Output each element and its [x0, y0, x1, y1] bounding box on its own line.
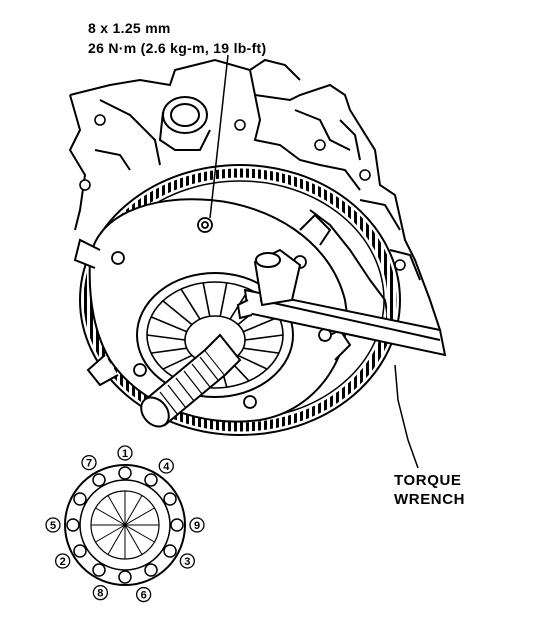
torque-wrench-label-line1: TORQUE: [394, 472, 462, 489]
sequence-number-label: 5: [50, 520, 56, 532]
inset-bolt-hole: [73, 544, 87, 558]
inset-bolt-hole: [92, 563, 106, 577]
diaphragm-finger: [243, 347, 280, 354]
sequence-number-marker: [81, 454, 97, 471]
sequence-number-marker: [179, 553, 196, 569]
clutch-alignment-tool: [140, 333, 242, 428]
inset-spoke: [124, 495, 143, 526]
inset-spoke: [95, 507, 126, 526]
sequence-number-marker: [117, 445, 133, 461]
torque-spec-label: 26 N·m (2.6 kg-m, 19 lb-ft): [88, 40, 267, 56]
torque-wrench: [236, 248, 447, 357]
inset-bolt-hole: [66, 518, 80, 532]
diaphragm-finger: [237, 354, 268, 370]
sequence-number-label: 7: [86, 458, 92, 470]
sequence-number-marker: [54, 553, 71, 569]
diaphragm-finger: [162, 300, 193, 326]
diaphragm-finger: [242, 316, 280, 333]
inset-spoke: [124, 507, 155, 526]
inset-spoke: [124, 524, 143, 555]
diaphragm-finger: [180, 288, 201, 320]
inset-spoke: [95, 524, 126, 543]
inset-spoke: [124, 524, 155, 543]
sequence-number-marker: [135, 586, 152, 603]
sequence-number-marker: [92, 585, 109, 601]
inset-bolt-hole: [163, 544, 177, 558]
sequence-number-marker: [189, 517, 205, 533]
sequence-number-marker: [158, 458, 174, 474]
inset-bolt-hole: [118, 466, 132, 480]
sequence-number-label: 6: [141, 590, 147, 602]
diaphragm-finger: [150, 316, 188, 333]
pressure-plate-bolts: [111, 217, 332, 409]
diaphragm-finger: [244, 334, 284, 341]
diaphragm-finger: [150, 347, 187, 354]
inset-bolt-hole: [92, 473, 106, 487]
housing-bolts: [79, 114, 406, 271]
diaphragm-finger: [219, 282, 228, 317]
inset-spoke: [107, 524, 126, 555]
inset-bolt-hole: [170, 518, 184, 532]
inset-bolt-hole: [118, 570, 132, 584]
sequence-number-label: 1: [122, 448, 128, 460]
sequence-number-marker: [45, 517, 61, 533]
inset-bolt-hole: [144, 563, 158, 577]
sequence-number-label: 9: [194, 520, 200, 532]
sequence-number-label: 3: [184, 556, 190, 568]
inset-bolt-hole: [144, 473, 158, 487]
sequence-number-label: 2: [60, 556, 66, 568]
sequence-number-label: 8: [97, 588, 103, 600]
inset-spoke: [107, 495, 126, 526]
sequence-number-label: 4: [163, 461, 170, 473]
torque-wrench-label-line2: WRENCH: [394, 491, 466, 508]
engine-housing: [68, 58, 442, 347]
diaphragm-finger: [162, 354, 193, 370]
inset-bolt-hole: [73, 492, 87, 506]
inset-bolt-hole: [163, 492, 177, 506]
bolt-size-label: 8 x 1.25 mm: [88, 20, 171, 36]
housing-port: [158, 96, 211, 151]
spec-leader-line: [209, 54, 229, 219]
tightening-sequence-inset: 1 2 3 4 5 6 7 8 9: [45, 445, 205, 603]
diaphragm-finger: [146, 334, 186, 341]
diaphragm-finger: [202, 282, 211, 317]
torque-wrench-leader-line: [394, 364, 419, 469]
